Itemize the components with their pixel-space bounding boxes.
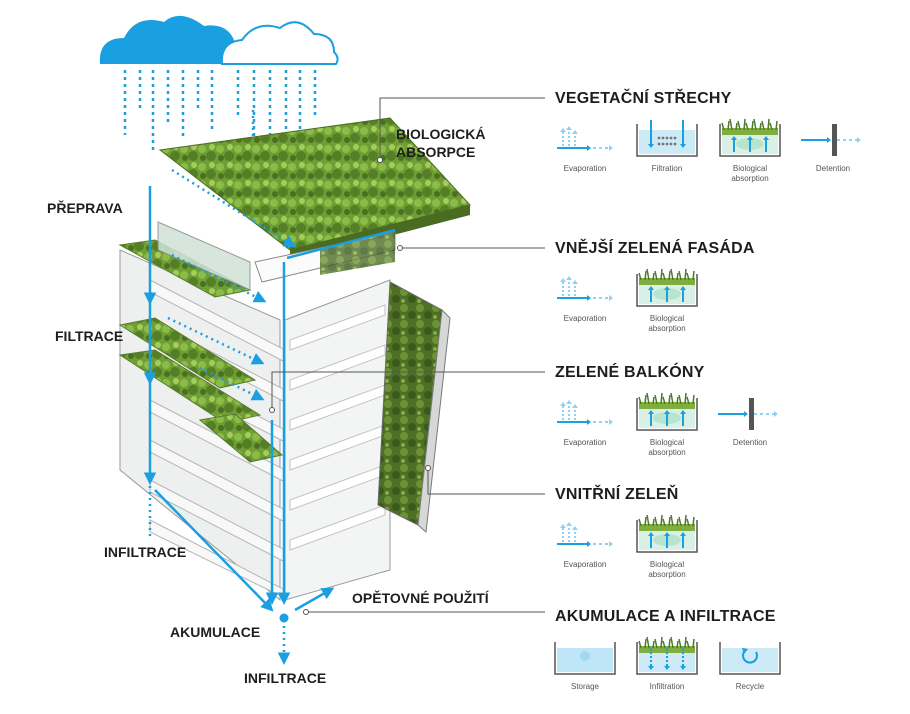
label-akumulace: AKUMULACE xyxy=(170,624,261,640)
biological-absorption-icon xyxy=(636,514,698,553)
icon-caption-line: Evaporation xyxy=(563,314,607,323)
icon-caption: Evaporation xyxy=(549,314,621,324)
icon-caption-line: absorption xyxy=(648,448,686,458)
icon-caption-line: Storage xyxy=(570,682,600,691)
accumulation-point xyxy=(279,613,289,623)
icon-caption-line: Detention xyxy=(815,164,851,173)
icon-caption-line: Evaporation xyxy=(563,438,607,447)
icon-caption: Filtration xyxy=(631,164,703,174)
evaporation-icon xyxy=(557,126,613,151)
detention-icon xyxy=(801,124,861,156)
icon-caption-line: absorption xyxy=(648,570,686,580)
rain-cloud-blue xyxy=(99,15,244,64)
water-flow-dotted xyxy=(167,110,297,401)
label-biologicka-absorpce: BIOLOGICKÁ ABSORPCE xyxy=(396,126,485,161)
section-title-vnejsi-zelena-fasada: VNĚJŠÍ ZELENÁ FASÁDA xyxy=(555,240,755,257)
icon-caption: Evaporation xyxy=(549,164,621,174)
icon-caption-line: absorption xyxy=(731,174,769,184)
label-infiltrace-left: INFILTRACE xyxy=(104,544,187,560)
icon-caption-line: Evaporation xyxy=(563,164,607,173)
icon-caption-line: absorption xyxy=(648,324,686,334)
filtration-icon xyxy=(636,120,698,157)
icon-caption-line: Recycle xyxy=(735,682,765,691)
section-title-vegetacni-strechy: VEGETAČNÍ STŘECHY xyxy=(555,90,732,107)
label-filtrace: FILTRACE xyxy=(55,328,124,344)
section-title-vnitrni-zelen: VNITŘNÍ ZELEŇ xyxy=(555,486,679,503)
icon-rows xyxy=(554,118,861,675)
detention-icon xyxy=(718,398,778,430)
icon-caption-line: Biological xyxy=(649,560,685,569)
icon-caption: Storage xyxy=(549,682,621,692)
label-preprava: PŘEPRAVA xyxy=(47,200,123,216)
label-biologicka: BIOLOGICKÁ xyxy=(396,126,486,142)
water-flow-arrows xyxy=(143,186,396,665)
leader-lines xyxy=(271,97,545,613)
biological-absorption-icon xyxy=(719,118,781,157)
evaporation-icon xyxy=(557,522,613,547)
section-title-akumulace-a-infiltrace: AKUMULACE A INFILTRACE xyxy=(555,608,776,625)
icon-caption: Evaporation xyxy=(549,560,621,570)
infiltration-icon xyxy=(636,636,698,675)
label-infiltrace-bottom: INFILTRACE xyxy=(244,670,327,686)
icon-caption-line: Detention xyxy=(732,438,768,447)
icon-caption: Detention xyxy=(714,438,786,448)
evaporation-icon xyxy=(557,276,613,301)
icon-caption-line: Biological xyxy=(732,164,768,173)
icon-caption-line: Filtration xyxy=(651,164,683,173)
recycle-icon xyxy=(719,642,781,675)
biological-absorption-icon xyxy=(636,392,698,431)
label-opetovne-pouziti: OPĚTOVNÉ POUŽITÍ xyxy=(352,590,489,606)
biological-absorption-icon xyxy=(636,268,698,307)
icon-caption: Evaporation xyxy=(549,438,621,448)
storage-icon xyxy=(554,642,616,675)
leader-dots xyxy=(269,157,431,615)
section-title-zelene-balkony: ZELENÉ BALKÓNY xyxy=(555,364,705,381)
rain-cloud-outline xyxy=(220,21,339,65)
icon-caption-line: Evaporation xyxy=(563,560,607,569)
icon-caption: Recycle xyxy=(714,682,786,692)
label-absorpce: ABSORPCE xyxy=(396,143,476,160)
icon-caption-line: Infiltration xyxy=(649,682,685,691)
icon-caption: Infiltration xyxy=(631,682,703,692)
evaporation-icon xyxy=(557,400,613,425)
rain-drops xyxy=(123,70,317,160)
icon-caption-line: Biological xyxy=(649,314,685,323)
icon-caption: Detention xyxy=(797,164,869,174)
building xyxy=(118,117,471,602)
icon-caption-line: Biological xyxy=(649,438,685,447)
